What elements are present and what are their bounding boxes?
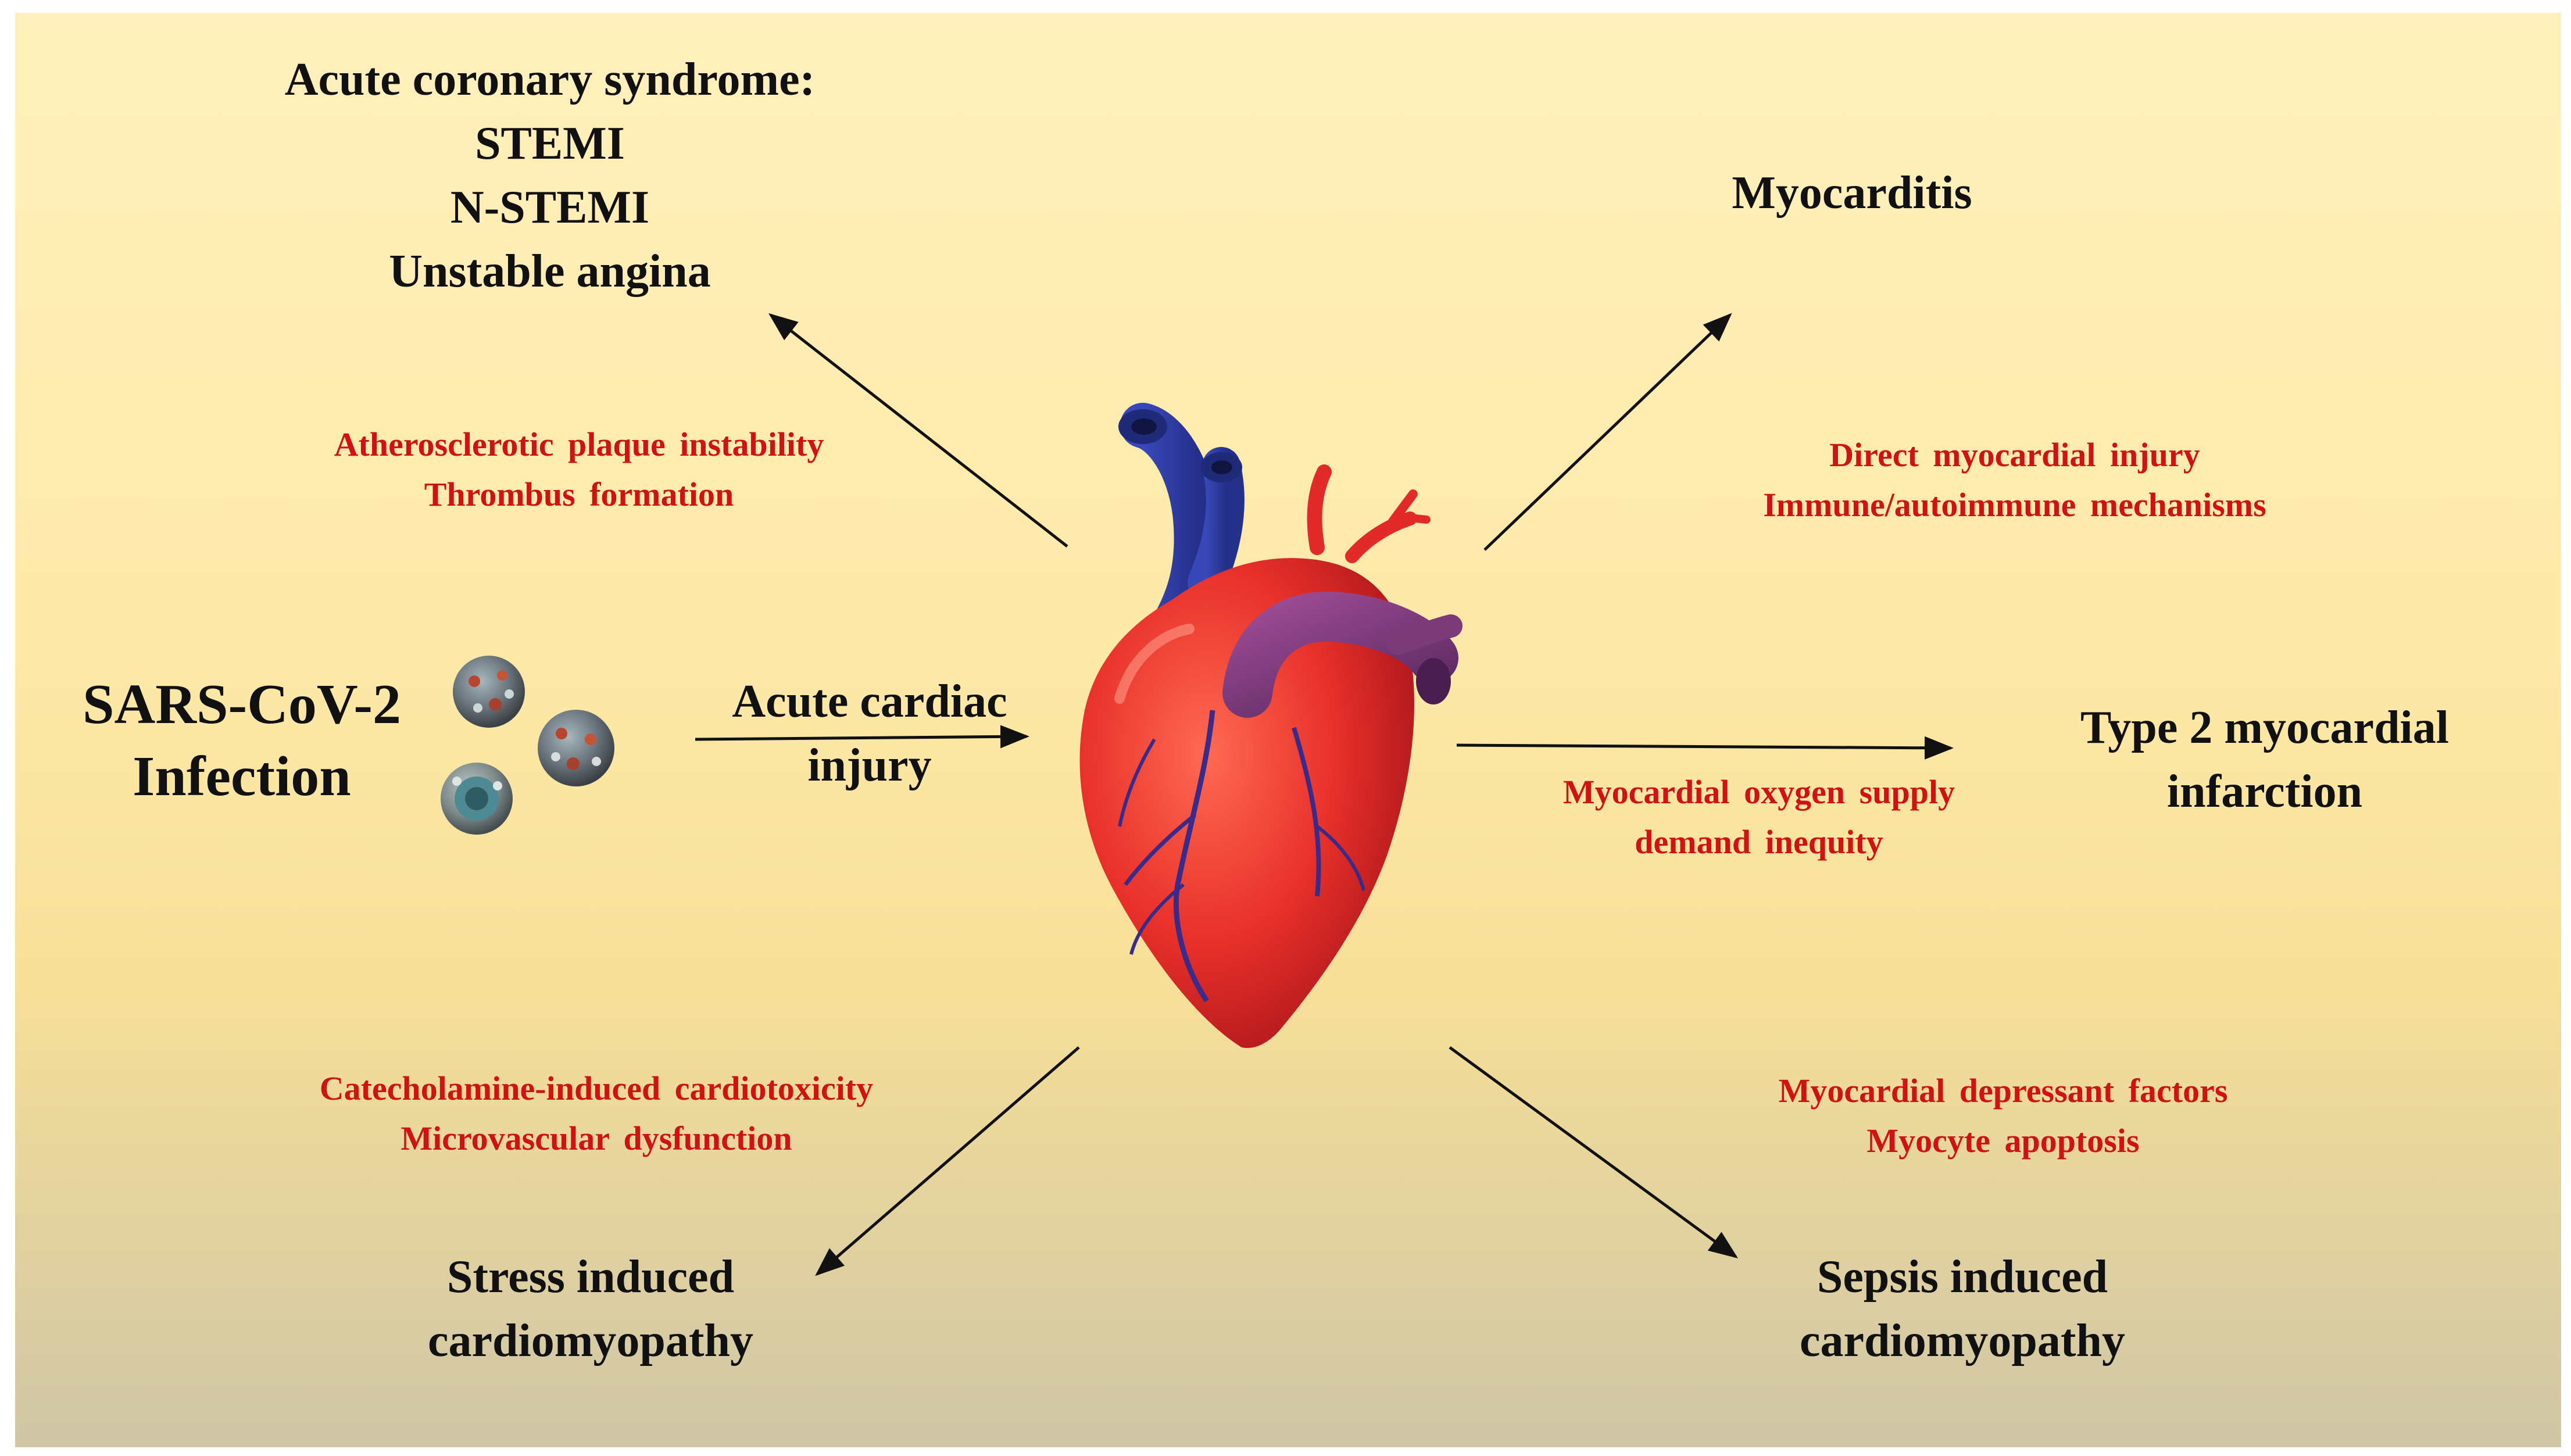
myocarditis-mechanisms: Direct myocardial injury Immune/autoimmu… — [1643, 430, 2387, 530]
mechanism-demand-inequity: demand inequity — [1635, 823, 1883, 861]
stress-cardiomyopathy-mechanisms: Catecholamine-induced cardiotoxicity Mic… — [224, 1064, 968, 1164]
heart-icon — [1079, 403, 1462, 1048]
acute-cardiac-injury-line-2: injury — [807, 740, 932, 791]
mechanism-direct-injury: Direct myocardial injury — [1829, 436, 2200, 474]
diagram-canvas: SARS-CoV-2 Infection Acute cardiac injur… — [15, 13, 2561, 1447]
arrow-to-acute-coronary — [768, 313, 1068, 548]
mechanism-immune: Immune/autoimmune mechanisms — [1763, 486, 2266, 524]
mechanism-catecholamine: Catecholamine-induced cardiotoxicity — [319, 1069, 874, 1107]
infection-title-line-1: SARS-CoV-2 — [82, 673, 402, 736]
type2-mi-line-1: Type 2 myocardial — [2080, 702, 2450, 753]
acute-cardiac-injury-label: Acute cardiac injury — [678, 670, 1061, 797]
unstable-angina-label: Unstable angina — [389, 246, 711, 297]
mechanism-thrombus-formation: Thrombus formation — [424, 475, 734, 513]
arrow-to-stress-cardiomyopathy — [815, 1046, 1080, 1276]
stress-cardiomyopathy-line-2: cardiomyopathy — [428, 1315, 753, 1366]
acute-coronary-heading: Acute coronary syndrome: — [284, 54, 816, 105]
myocarditis-label: Myocarditis — [1732, 167, 1972, 219]
sepsis-cardiomyopathy-mechanisms: Myocardial depressant factors Myocyte ap… — [1678, 1066, 2329, 1166]
stress-cardiomyopathy-line-1: Stress induced — [446, 1251, 735, 1303]
mechanism-microvascular: Microvascular dysfunction — [401, 1119, 792, 1157]
diagram-graphics — [441, 313, 1954, 1276]
arrow-to-sepsis-cardiomyopathy — [1449, 1046, 1739, 1258]
arrow-to-type2-mi — [1456, 736, 1954, 760]
arrow-infection-to-injury — [695, 725, 1029, 749]
mechanism-plaque-instability: Atherosclerotic plaque instability — [334, 425, 824, 463]
stemi-label: STEMI — [475, 118, 625, 169]
mechanism-myocyte-apoptosis: Myocyte apoptosis — [1866, 1122, 2140, 1160]
acute-coronary-syndrome-outcome: Acute coronary syndrome: STEMI N-STEMI U… — [189, 48, 910, 303]
sepsis-cardiomyopathy-outcome: Sepsis induced cardiomyopathy — [1747, 1245, 2177, 1373]
mechanism-oxygen-supply: Myocardial oxygen supply — [1562, 773, 1955, 811]
type2-mi-line-2: infarction — [2166, 766, 2363, 817]
virus-icon — [441, 656, 614, 835]
arrow-to-myocarditis — [1483, 313, 1732, 551]
sepsis-cardiomyopathy-line-2: cardiomyopathy — [1800, 1315, 2125, 1366]
acute-coronary-mechanisms: Atherosclerotic plaque instability Throm… — [236, 420, 922, 520]
sepsis-cardiomyopathy-line-1: Sepsis induced — [1816, 1251, 2108, 1303]
type2-mi-outcome: Type 2 myocardial infarction — [2009, 696, 2520, 824]
n-stemi-label: N-STEMI — [450, 182, 650, 233]
infection-title: SARS-CoV-2 Infection — [21, 668, 463, 813]
acute-cardiac-injury-line-1: Acute cardiac — [732, 676, 1007, 727]
mechanism-depressant-factors: Myocardial depressant factors — [1778, 1072, 2228, 1110]
type2-mi-mechanisms: Myocardial oxygen supply demand inequity — [1468, 767, 2050, 867]
infection-title-line-2: Infection — [133, 745, 351, 808]
myocarditis-outcome: Myocarditis — [1643, 161, 2061, 225]
stress-cardiomyopathy-outcome: Stress induced cardiomyopathy — [376, 1245, 806, 1373]
